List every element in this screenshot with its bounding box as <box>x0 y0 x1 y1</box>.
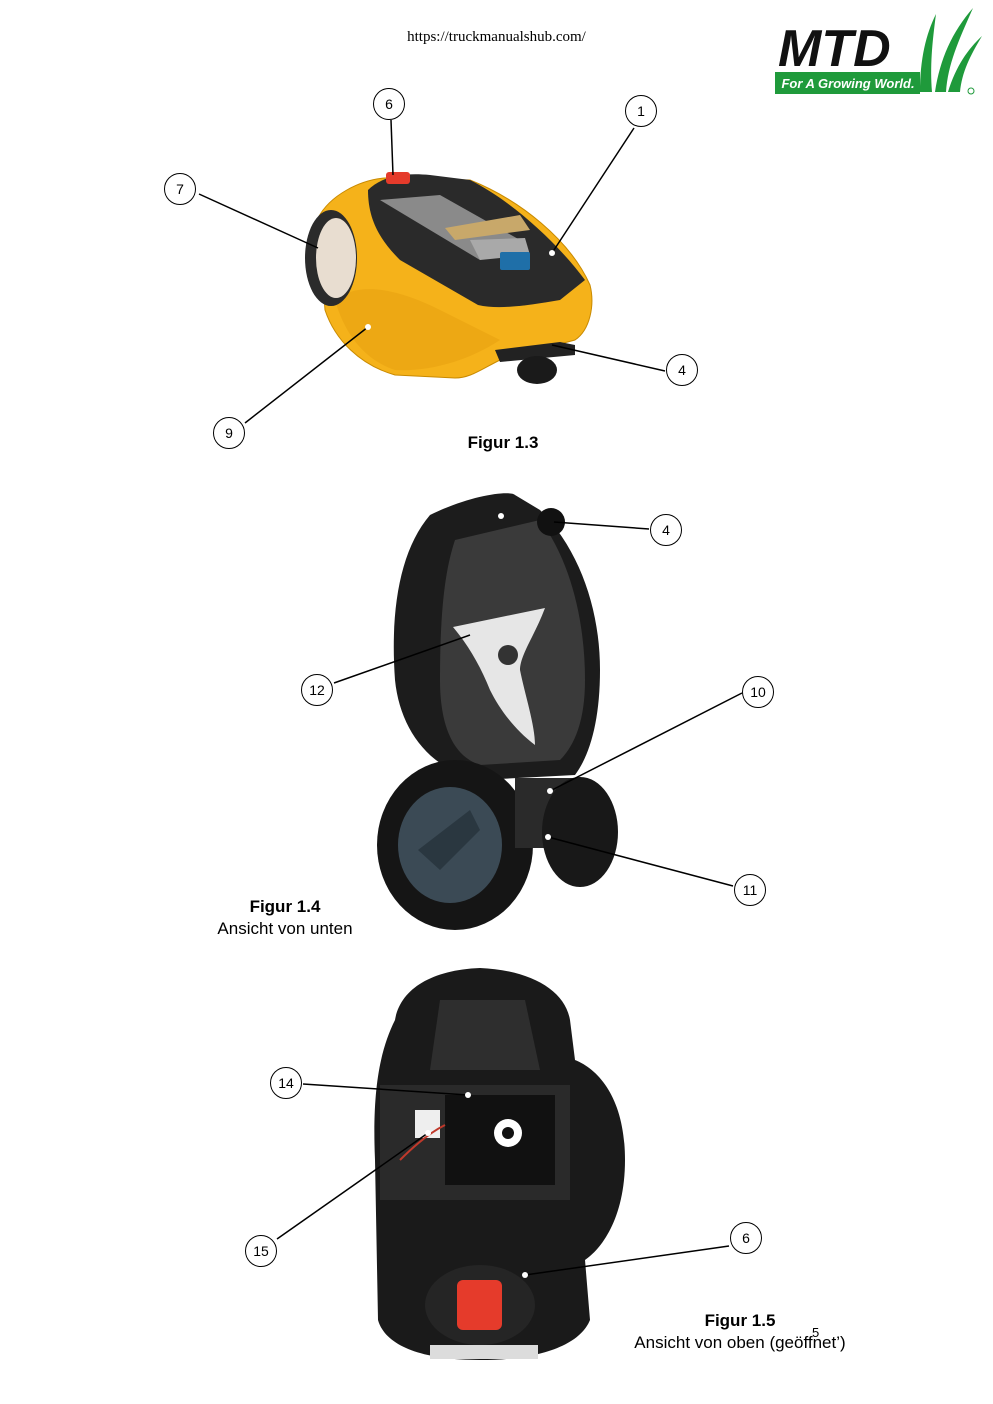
figure-caption-number: Figur 1.5 <box>704 1311 776 1330</box>
callout-10: 10 <box>742 676 774 708</box>
logo-brand: MTD <box>778 20 891 78</box>
figure-1-4: 4 12 10 11 Figur 1.4 Ansicht von unten <box>0 460 993 960</box>
figure-caption-number: Figur 1.4 <box>249 897 321 916</box>
callout-14: 14 <box>270 1067 302 1099</box>
mtd-logo: For A Growing World. MTD <box>775 8 982 95</box>
callout-15: 15 <box>245 1235 277 1267</box>
figure-caption-subtitle: Ansicht von oben (geöffnet’) <box>634 1333 846 1352</box>
callout-11: 11 <box>734 874 766 906</box>
logo-tagline: For A Growing World. <box>781 76 914 91</box>
callout-12: 12 <box>301 674 333 706</box>
figure-1-3: 6 1 7 4 9 Figur 1.3 <box>0 0 993 460</box>
figure-caption-number: Figur 1.3 <box>467 433 539 452</box>
callout-7: 7 <box>164 173 196 205</box>
callout-9: 9 <box>213 417 245 449</box>
callout-4: 4 <box>650 514 682 546</box>
figure-1-5: 14 15 6 Figur 1.5 Ansicht von oben (geöf… <box>0 960 993 1404</box>
callout-1: 1 <box>625 95 657 127</box>
figure-1-4-illustration <box>333 493 743 930</box>
figure-1-4-caption: Figur 1.4 Ansicht von unten <box>190 896 380 940</box>
callout-6: 6 <box>373 88 405 120</box>
callout-4: 4 <box>666 354 698 386</box>
figure-caption-subtitle: Ansicht von unten <box>217 919 353 938</box>
header-url: https://truckmanualshub.com/ <box>407 29 586 45</box>
callout-6: 6 <box>730 1222 762 1254</box>
figure-1-5-caption: Figur 1.5 Ansicht von oben (geöffnet’) <box>610 1310 870 1354</box>
figure-1-3-illustration <box>198 119 666 424</box>
page-number: 5 <box>812 1325 820 1340</box>
figure-1-3-caption: Figur 1.3 <box>420 432 586 454</box>
